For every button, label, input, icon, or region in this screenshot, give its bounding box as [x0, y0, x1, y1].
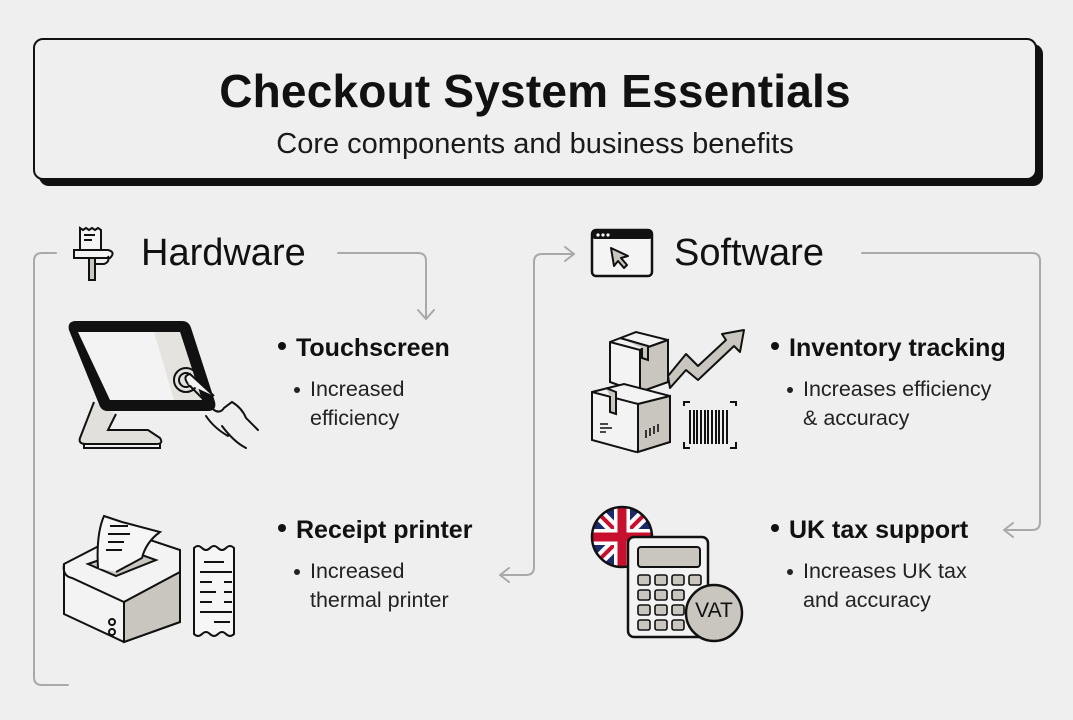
arrow-left-icon [499, 567, 510, 583]
item-inventory-tracking: Inventory tracking Increases efficiency … [771, 334, 1006, 433]
item-benefit: Increases efficiency & accuracy [803, 377, 992, 430]
browser-cursor-icon [590, 228, 654, 278]
arrow-down-icon [417, 309, 435, 320]
bullet-icon [278, 342, 286, 351]
page-subtitle: Core components and business benefits [276, 128, 794, 160]
touchscreen-terminal-icon [68, 321, 259, 449]
title-card: Checkout System Essentials Core componen… [33, 38, 1037, 180]
hardware-title-connector [337, 252, 427, 319]
bullet-icon [771, 524, 779, 533]
bullet-icon [278, 524, 286, 533]
section-title-software: Software [674, 232, 824, 274]
vat-badge [684, 583, 744, 643]
arrow-right-icon [564, 246, 575, 262]
item-label: Touchscreen [296, 334, 450, 362]
arrow-left-icon [1003, 522, 1014, 538]
bullet-icon [294, 387, 300, 393]
item-label: Receipt printer [296, 516, 473, 544]
item-benefit: Increased thermal printer [310, 559, 449, 612]
page-title: Checkout System Essentials [219, 65, 851, 117]
vat-badge-label: VAT [695, 599, 733, 622]
boxes-barcode-growth-icon [591, 329, 745, 454]
item-uk-tax-support: UK tax support Increases UK tax and accu… [771, 516, 968, 615]
uk-flag-calculator-vat-icon [590, 505, 744, 643]
center-connector [501, 253, 575, 576]
item-benefit: Increases UK tax and accuracy [803, 559, 967, 612]
item-touchscreen: Touchscreen Increased efficiency [278, 334, 450, 433]
item-receipt-printer: Receipt printer Increased thermal printe… [278, 516, 472, 615]
bullet-icon [771, 342, 779, 351]
bullet-icon [787, 387, 793, 393]
receipt-printer-icon [62, 514, 235, 644]
item-benefit: Increased efficiency [310, 377, 405, 430]
item-label: UK tax support [789, 516, 969, 544]
item-label: Inventory tracking [789, 334, 1006, 362]
section-title-hardware: Hardware [141, 232, 306, 274]
bullet-icon [294, 569, 300, 575]
bullet-icon [787, 569, 793, 575]
receipt-on-stand-icon [73, 226, 114, 281]
